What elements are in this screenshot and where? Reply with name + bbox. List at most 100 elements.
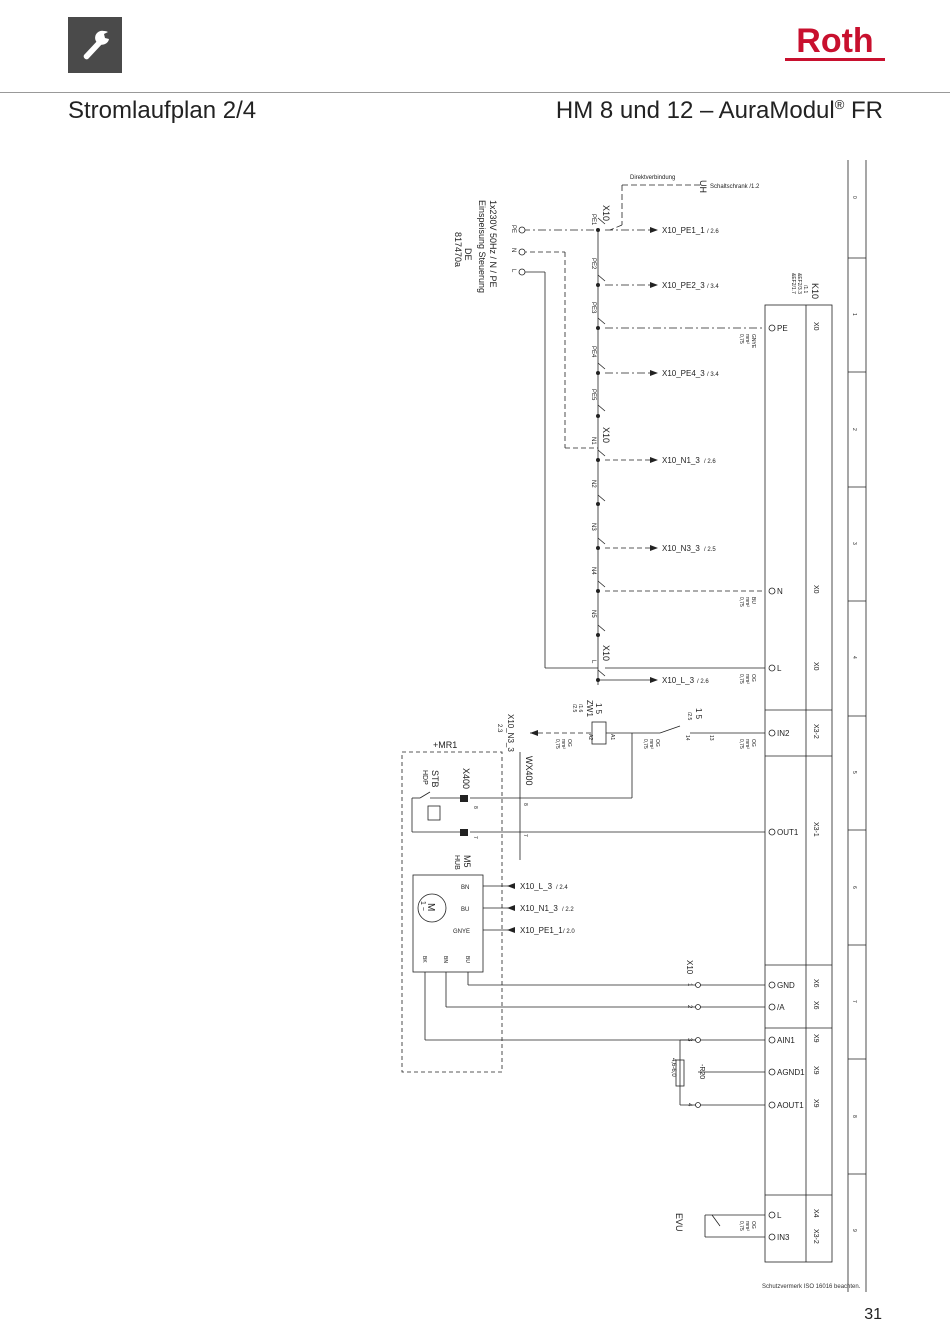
wire-l-color: OG xyxy=(750,674,756,682)
grid-col-6: 6 xyxy=(851,886,857,889)
relay-k: 1 5 xyxy=(594,703,603,715)
grid-col-7: 7 xyxy=(851,1000,857,1003)
ctrl-in3: IN3 xyxy=(777,1233,790,1242)
relay-ref1: /1.6 xyxy=(577,704,583,713)
ctrl-out1: OUT1 xyxy=(777,828,799,837)
ctrl-aout1: AOUT1 xyxy=(777,1101,804,1110)
supply-line2: Einspeisung Steuerung xyxy=(477,200,487,293)
ref-x10-pe4-3-page: / 3.4 xyxy=(707,372,719,378)
k10-ref1: /1.1 xyxy=(802,285,808,294)
conn-x3-1: X3-1 xyxy=(812,822,819,837)
grid-col-8: 8 xyxy=(851,1115,857,1118)
pin-7: 7 xyxy=(472,836,478,839)
ref-x10-pe1-1-page: / 2.6 xyxy=(707,229,719,235)
wire-in2-size: 0,75 xyxy=(738,739,744,749)
terminal-n3: N3 xyxy=(590,523,596,531)
terminal-pe2: PE2 xyxy=(590,258,596,270)
grid-col-4: 4 xyxy=(851,656,857,659)
cabinet-ref: Schaltschrank /1.2 xyxy=(710,184,760,190)
motor-ref-pe: X10_PE1_1 xyxy=(520,926,563,935)
ref-x10-l-3: X10_L_3 xyxy=(662,676,695,685)
page-title: Stromlaufplan 2/4 xyxy=(68,97,257,124)
bus-pin-1: 1 xyxy=(686,983,692,987)
conn-x6-gnd: X6 xyxy=(812,979,819,988)
wire-pe-unit: mm² xyxy=(744,334,750,344)
relay-name: ZW1 xyxy=(585,700,594,717)
wx-pin-7: 7 xyxy=(522,834,528,837)
product-title: HM 8 und 12 – AuraModul® FR xyxy=(556,97,883,125)
motor-ref-l-page: / 2.4 xyxy=(556,885,568,891)
motor-ref-n: X10_N1_3 xyxy=(520,904,558,913)
hub-label: HUB xyxy=(453,855,460,870)
page-number: 31 xyxy=(864,1306,882,1323)
terminal-n4: N4 xyxy=(590,567,596,575)
motor-bn-bottom: BN xyxy=(442,956,448,963)
grid-col-0: 0 xyxy=(851,196,857,199)
wire-n-unit: mm² xyxy=(744,597,750,607)
wire-evu-unit: mm² xyxy=(744,1221,750,1231)
ref-x10-l-3-page: / 2.6 xyxy=(697,679,709,685)
ctrl-in2: IN2 xyxy=(777,729,790,738)
k10-ref3: &EF2/1.7 xyxy=(790,273,796,294)
ctrl-pe: PE xyxy=(777,324,788,333)
conn-x3-2: X3-2 xyxy=(812,724,819,739)
direct-connection-label: Direktverbindung xyxy=(630,175,675,181)
x10-bus-label: X10 xyxy=(685,960,694,975)
ref-x10-pe4-3: X10_PE4_3 xyxy=(662,369,705,378)
left-ref-x10-n3-3-page: 2.3 xyxy=(496,724,502,733)
wrench-icon xyxy=(83,30,109,60)
ctrl-gnd: GND xyxy=(777,981,795,990)
wire-evu-color: OG xyxy=(750,1221,756,1229)
contact-k: 1 5 xyxy=(694,708,703,720)
left-ref-x10-n3-3: X10_N3_3 xyxy=(506,714,515,752)
grid-col-3: 3 xyxy=(851,542,857,545)
wire-n-size: 0,75 xyxy=(738,597,744,607)
contact-ref: /2.5 xyxy=(686,712,692,721)
ref-x10-n3-3-page: / 2.5 xyxy=(704,547,716,553)
grid-col-5: 5 xyxy=(851,771,857,774)
wx400-label: WX400 xyxy=(524,756,534,786)
roth-logo: Roth xyxy=(785,22,885,66)
ref-x10-pe2-3-page: / 3.4 xyxy=(707,284,719,290)
motor-bu: BU xyxy=(461,907,469,913)
ctrl-agnd1: AGND1 xyxy=(777,1068,805,1077)
ctrl-n: N xyxy=(777,587,783,596)
relay-ref2: /2.5 xyxy=(571,704,577,713)
supply-line3: DE xyxy=(463,248,473,261)
wire-in2-unit: mm² xyxy=(744,739,750,749)
r20-pin-4: 4 xyxy=(686,1103,692,1107)
bus-pin-2: 2 xyxy=(686,1005,692,1009)
hdp-label: HDP xyxy=(421,770,428,785)
ctrl-ain1: AIN1 xyxy=(777,1036,795,1045)
conn-x3-2-in3: X3-2 xyxy=(812,1229,819,1244)
contact-14: 14 xyxy=(684,735,690,741)
r20-value: 4,6-6,0 xyxy=(670,1058,676,1077)
supply-line4: 817470a xyxy=(453,232,463,267)
tools-badge xyxy=(68,17,122,73)
ref-x10-pe2-3: X10_PE2_3 xyxy=(662,281,705,290)
supply-pe: PE xyxy=(510,225,516,233)
x400-label: X400 xyxy=(461,768,471,789)
terminal-l: L xyxy=(590,660,596,664)
conn-x0-n: X0 xyxy=(812,585,819,594)
stb-label: STB xyxy=(430,770,440,788)
wire-n-color: BU xyxy=(750,597,756,604)
ref-x10-pe1-1: X10_PE1_1 xyxy=(662,226,705,235)
relay-a2: A2 xyxy=(587,734,593,740)
grid-col-2: 2 xyxy=(851,428,857,431)
evu-label: EVU xyxy=(674,1213,684,1232)
uh-label: UH xyxy=(698,180,708,193)
wire-l-unit: mm² xyxy=(744,674,750,684)
wire-evu-size: 0,75 xyxy=(738,1221,744,1231)
supply-l: L xyxy=(510,269,516,273)
wire-relay-unit: mm² xyxy=(648,739,654,749)
ref-x10-n1-3: X10_N1_3 xyxy=(662,456,700,465)
terminal-n2: N2 xyxy=(590,480,596,488)
wire-l-size: 0,75 xyxy=(738,674,744,684)
logo-underline xyxy=(785,58,885,61)
terminal-n5: N5 xyxy=(590,610,596,618)
brand-name: Roth xyxy=(796,22,874,60)
relay-a1: A1 xyxy=(609,734,615,740)
wire-left-unit: mm² xyxy=(560,739,566,749)
